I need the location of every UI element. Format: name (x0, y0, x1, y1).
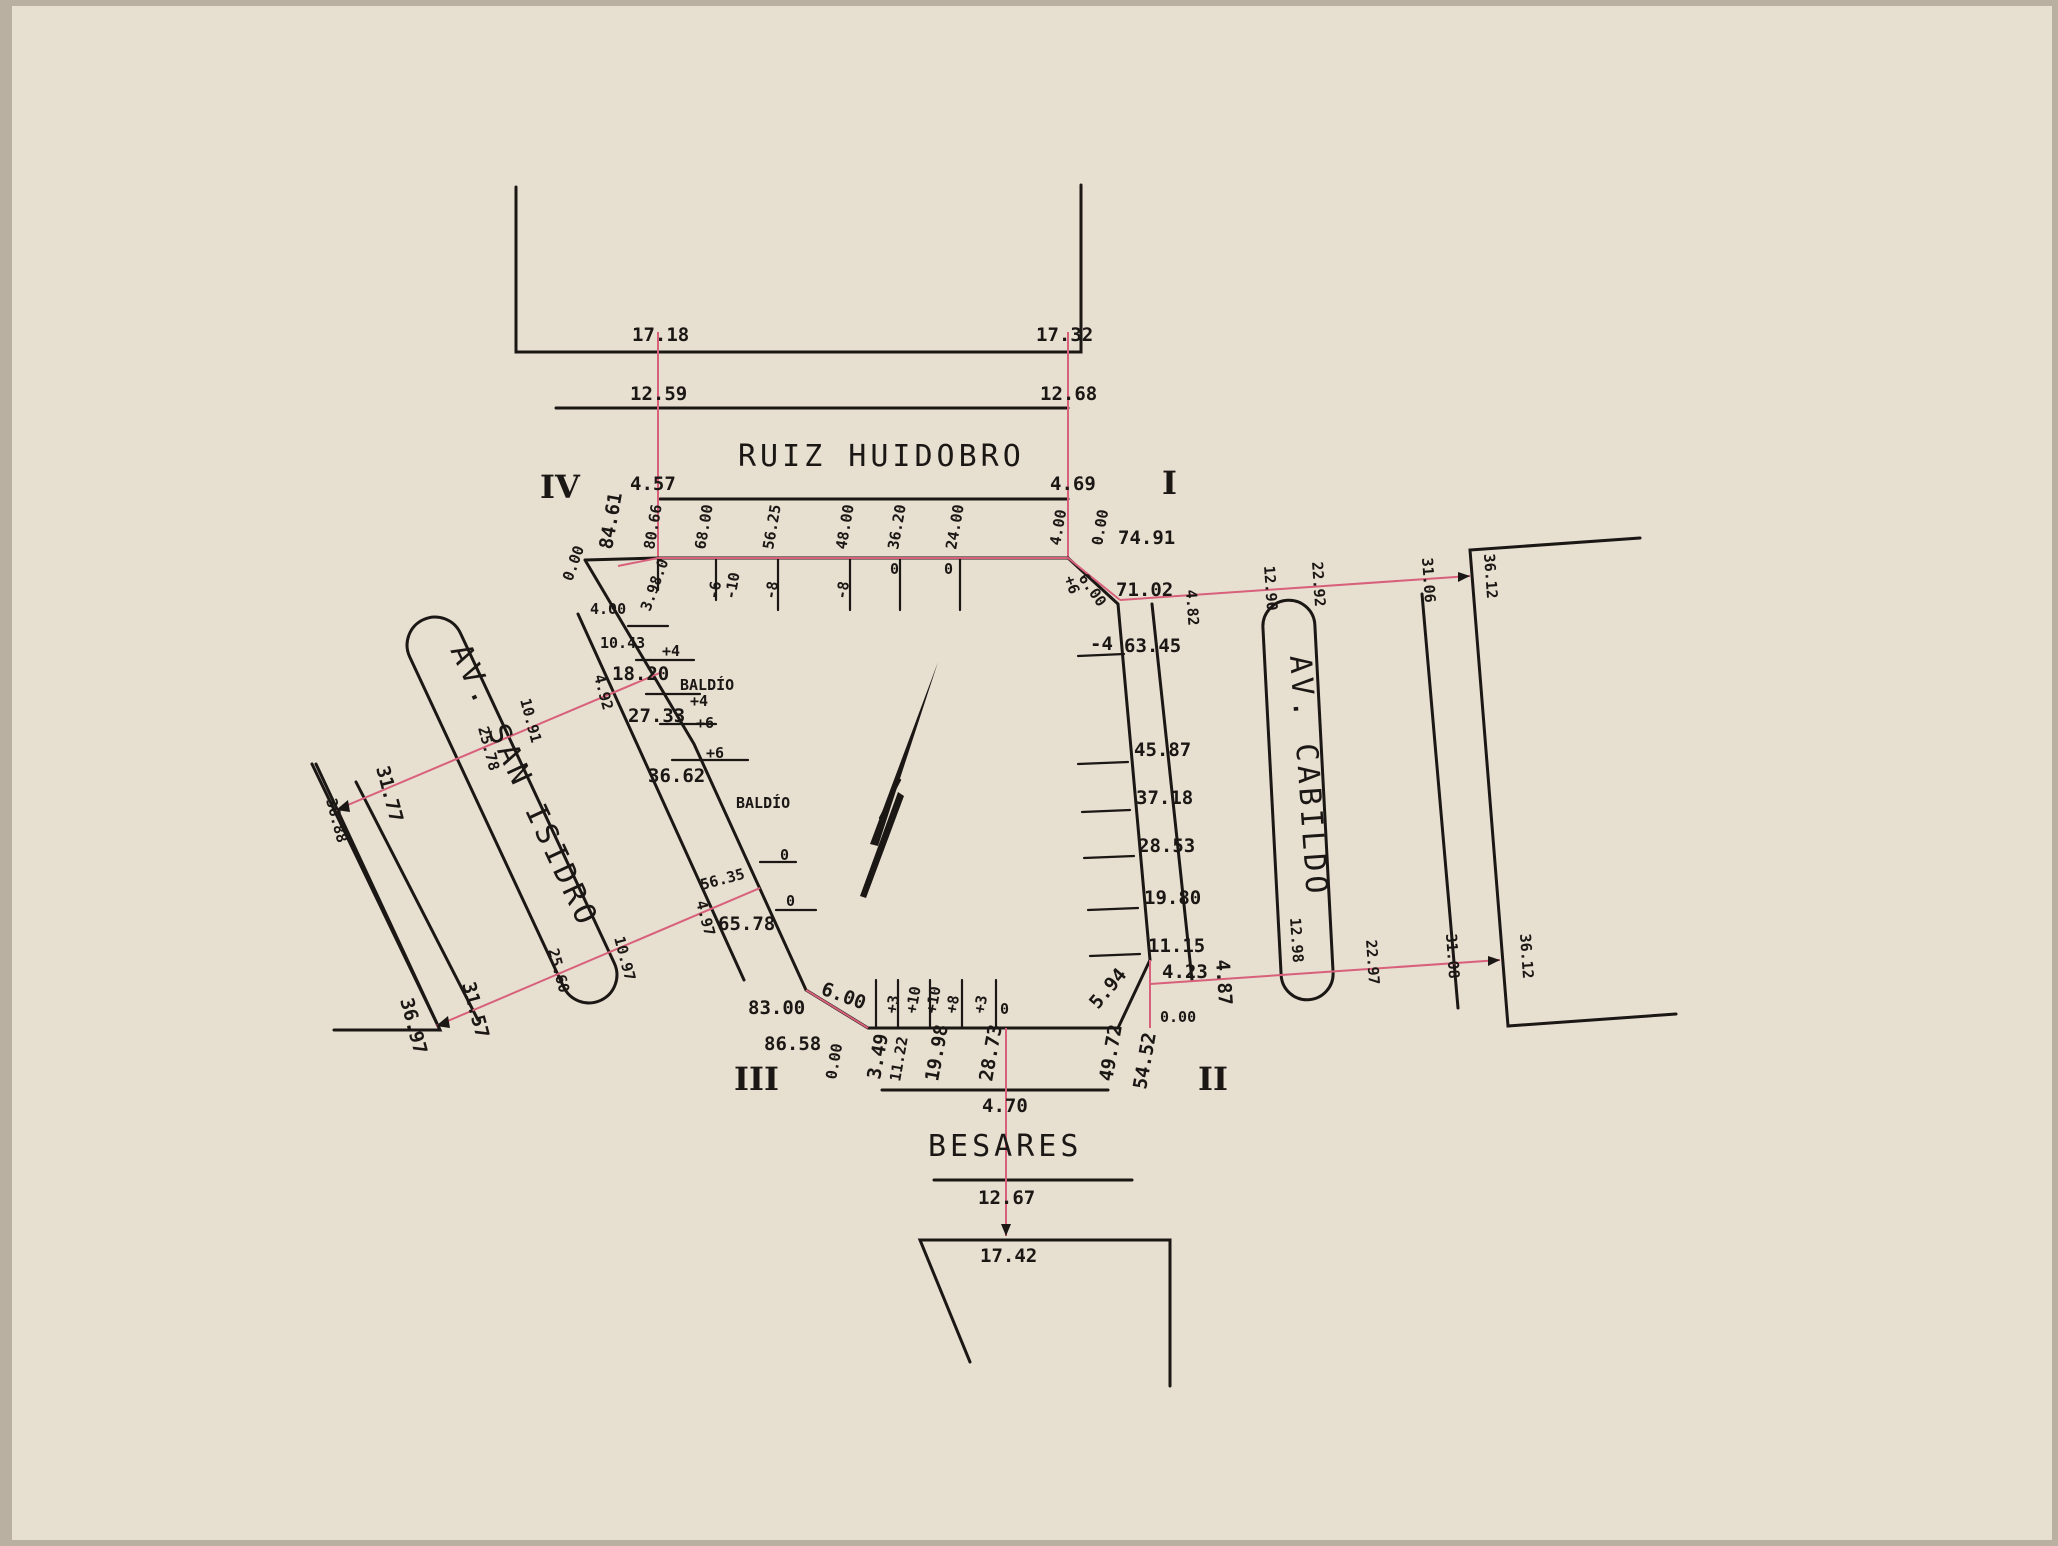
east-profile-j: 36.12 (1516, 933, 1537, 979)
east-level-h: 4.23 (1162, 961, 1208, 983)
south-offset-d: +8 (942, 994, 963, 1015)
west-offset-b: +4 (690, 692, 708, 710)
level-12-68: 12.68 (1040, 383, 1097, 405)
east-profile-i: 31.08 (1442, 933, 1463, 979)
east-profile-h: 22.97 (1362, 939, 1383, 985)
north-offset-g: +6 (1060, 573, 1083, 596)
north-offset-b: -10 (721, 571, 743, 601)
north-level-k: 74.91 (1118, 527, 1175, 549)
west-level-d: 27.33 (628, 705, 685, 727)
south-level-h: 86.58 (764, 1033, 821, 1055)
south-offset-a: +3 (882, 994, 903, 1015)
north-offset-f: 0 (944, 560, 953, 578)
level-4-69: 4.69 (1050, 473, 1096, 495)
level-4-70: 4.70 (982, 1095, 1028, 1117)
level-17-18: 17.18 (632, 324, 689, 346)
west-edge-ticks (626, 624, 818, 912)
west-offset-d: +6 (706, 744, 724, 762)
east-level-d: 37.18 (1136, 787, 1193, 809)
east-edge-ticks (1076, 652, 1142, 958)
level-4-57: 4.57 (630, 473, 676, 495)
level-12-59: 12.59 (630, 383, 687, 405)
west-level-a: 4.00 (590, 600, 626, 618)
south-street-lines (880, 1088, 1172, 1388)
east-profile-g: 12.98 (1286, 917, 1307, 963)
south-offset-c: +10 (922, 985, 944, 1015)
south-offset-b: +10 (902, 985, 924, 1015)
block-outline (583, 556, 1152, 1030)
west-survey-lines (335, 671, 761, 1027)
south-offset-e: +3 (970, 994, 991, 1015)
east-survey-lines (1119, 575, 1501, 985)
east-level-g: 11.15 (1148, 935, 1205, 957)
street-name-south: BESARES (928, 1129, 1082, 1164)
east-profile-d: 22.92 (1308, 561, 1329, 607)
east-level-c: 45.87 (1134, 739, 1191, 761)
west-level-b: 10.43 (600, 634, 645, 652)
east-level-f: 19.80 (1144, 887, 1201, 909)
east-level-e: 28.53 (1138, 835, 1195, 857)
east-profile-c: 12.90 (1260, 565, 1281, 611)
west-level-e: 36.62 (648, 765, 705, 787)
east-profile-b: 4.87 (1211, 959, 1236, 1006)
level-17-42: 17.42 (980, 1245, 1037, 1267)
west-level-g: 65.78 (718, 913, 775, 935)
west-street-lines (310, 612, 746, 1032)
north-offset-e: 0 (890, 560, 899, 578)
north-offset-d: -8 (832, 580, 853, 601)
lot-label-1: BALDÍO (680, 675, 734, 694)
east-arrows (1458, 572, 1500, 966)
west-offset-a: +4 (662, 642, 680, 660)
lot-label-2: BALDÍO (736, 793, 790, 812)
north-level-j: 0.00 (1088, 508, 1112, 547)
west-level-c: 18.20 (612, 663, 669, 685)
west-offset-e: 0 (780, 846, 789, 864)
north-level-i: 4.00 (1046, 508, 1070, 547)
south-edge-ticks (874, 978, 998, 1030)
level-17-32: 17.32 (1036, 324, 1093, 346)
south-arrow (1001, 1224, 1011, 1236)
quadrant-label-1: I (1162, 464, 1177, 502)
west-arrows (336, 800, 450, 1028)
east-level-k: -4 (1090, 633, 1113, 655)
paper-sheet (12, 6, 2052, 1540)
street-name-north: RUIZ HUIDOBRO (738, 439, 1025, 474)
quadrant-label-4: IV (540, 468, 581, 506)
east-profile-a: 4.82 (1182, 589, 1202, 626)
west-offset-c: +6 (696, 714, 714, 732)
south-offset-f: 0 (1000, 1000, 1009, 1018)
north-arrow-icon (860, 662, 938, 898)
north-edge-ticks (656, 558, 962, 612)
east-median (1261, 598, 1335, 1002)
east-level-a: 71.02 (1116, 579, 1173, 601)
north-offset-a: -6 (704, 580, 725, 601)
east-street-lines (1150, 536, 1678, 1028)
east-profile-e: 31.06 (1418, 557, 1439, 603)
east-level-i: 0.00 (1160, 1008, 1196, 1026)
quadrant-label-3: III (734, 1060, 779, 1098)
east-profile-f: 36.12 (1480, 553, 1501, 599)
west-median (405, 615, 619, 1005)
level-12-67: 12.67 (978, 1187, 1035, 1209)
east-level-b: 63.45 (1124, 635, 1181, 657)
west-offset-f: 0 (786, 892, 795, 910)
south-level-a: 0.00 (822, 1042, 846, 1081)
north-street-lines (514, 183, 1083, 501)
south-level-i: 83.00 (748, 997, 805, 1019)
north-offset-c: -8 (761, 580, 782, 601)
north-survey-lines (657, 332, 1069, 558)
quadrant-label-2: II (1198, 1060, 1228, 1098)
